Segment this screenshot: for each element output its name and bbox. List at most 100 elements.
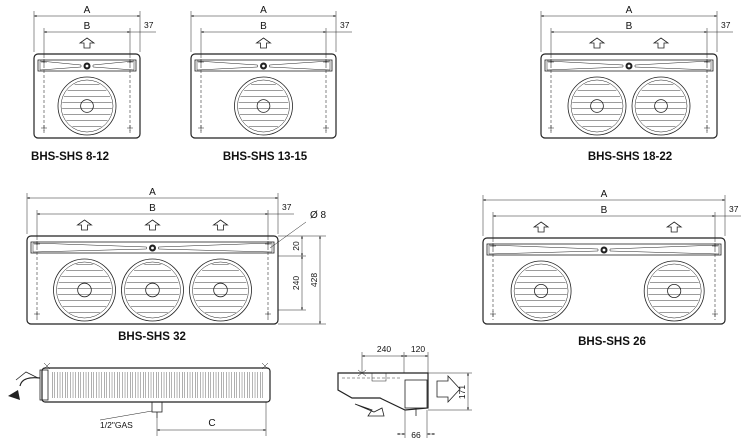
fan-ring [121, 258, 184, 322]
top-rail [544, 59, 714, 72]
hole-leader [269, 221, 307, 249]
fan-grille [238, 81, 289, 131]
airflow-arrow [78, 37, 96, 49]
rail-taper [32, 242, 273, 253]
side-mark-left [43, 362, 51, 370]
rail-taper [196, 60, 331, 71]
fan-hub [667, 283, 682, 298]
fan-inner-ring [570, 79, 624, 133]
fan-grille [636, 81, 686, 131]
dim-20-label: 20 [291, 241, 301, 251]
top-rail [194, 59, 333, 72]
gas-fitting [151, 401, 163, 413]
fan-inner-ring [60, 79, 114, 133]
fan-grille [648, 265, 701, 317]
fan-grille-circle [121, 258, 184, 322]
fan-ring [189, 258, 252, 322]
unit-body [482, 237, 726, 325]
dim-240-label: 240 [291, 276, 301, 290]
fan-hub [256, 99, 271, 113]
fan-grille-circle [234, 76, 293, 136]
fan-inner-ring [124, 261, 181, 319]
fan-grille-circle [631, 76, 691, 136]
section-inflow-arrow [354, 403, 385, 417]
fan-inner-ring [646, 263, 702, 319]
side-view: 1/2"GAS C [8, 362, 271, 436]
airflow-arrow [588, 37, 606, 49]
dim-b-label: B [84, 21, 91, 32]
fan-hub [534, 283, 549, 298]
fan-hub [213, 282, 228, 298]
fan-ring [643, 260, 705, 322]
fan-grille-circle [567, 76, 627, 136]
rail-taper [39, 60, 135, 71]
model-label: BHS-SHS 32 [118, 331, 186, 343]
hole-diameter-label: Ø 8 [310, 210, 327, 221]
dim-b-label: B [260, 21, 267, 32]
dim-b-label: B [626, 21, 633, 32]
side-mark-right [261, 362, 269, 370]
center-bolt-hole [627, 64, 631, 68]
rail-taper [546, 60, 712, 71]
dim-a-label: A [626, 5, 633, 16]
fan-ring [510, 260, 572, 322]
top-rail [37, 59, 137, 72]
dim-428-label: 428 [309, 273, 319, 287]
center-bolt-hole [262, 64, 265, 68]
top-rail [486, 243, 722, 256]
airflow-arrow [144, 219, 161, 231]
fan-ring [234, 76, 293, 136]
section-body [337, 372, 429, 411]
fan-grille [572, 81, 622, 131]
fan-grille-circle [510, 260, 572, 322]
fan-grille [57, 263, 112, 317]
fan-hub [145, 282, 160, 298]
drain-arrow [8, 390, 20, 400]
side-fins [50, 372, 264, 398]
airflow-arrow [665, 221, 683, 233]
fan-ring [631, 76, 691, 136]
dim-c-label: C [208, 418, 215, 429]
airflow-arrow [255, 37, 272, 49]
fan-hub [654, 99, 668, 113]
fan-grille-circle [57, 76, 117, 136]
fan-ring [567, 76, 627, 136]
model-label: BHS-SHS 18-22 [588, 151, 672, 163]
rail-taper [488, 244, 720, 255]
dim-a-label: A [84, 5, 91, 16]
dim-a-label: A [260, 5, 267, 16]
drain-curve [19, 377, 41, 387]
fan-hub [80, 99, 94, 113]
side-end-cap [39, 369, 49, 401]
unit-body [540, 53, 718, 139]
top-rail [30, 241, 275, 254]
unit-body [26, 235, 279, 325]
dim-a-label: A [601, 189, 608, 200]
dim-b-label: B [601, 205, 608, 216]
fan-hub [590, 99, 604, 113]
airflow-arrow [532, 221, 550, 233]
fan-grille-circle [53, 258, 116, 322]
section-box [404, 379, 428, 409]
section-outflow-arrow [436, 374, 461, 404]
fan-grille [193, 263, 248, 317]
dim-240-label: 240 [377, 344, 391, 354]
dim-120-label: 120 [411, 344, 425, 354]
fan-grille-circle [643, 260, 705, 322]
dim-b-label: B [149, 203, 156, 214]
fan-hub [77, 282, 92, 298]
section-inner [371, 372, 387, 382]
fan-inner-ring [192, 261, 249, 319]
unit-body [33, 53, 141, 139]
fan-ring [57, 76, 117, 136]
fan-inner-ring [56, 261, 113, 319]
drain-pipe [15, 371, 39, 381]
gas-connection-label: 1/2"GAS [100, 420, 133, 430]
